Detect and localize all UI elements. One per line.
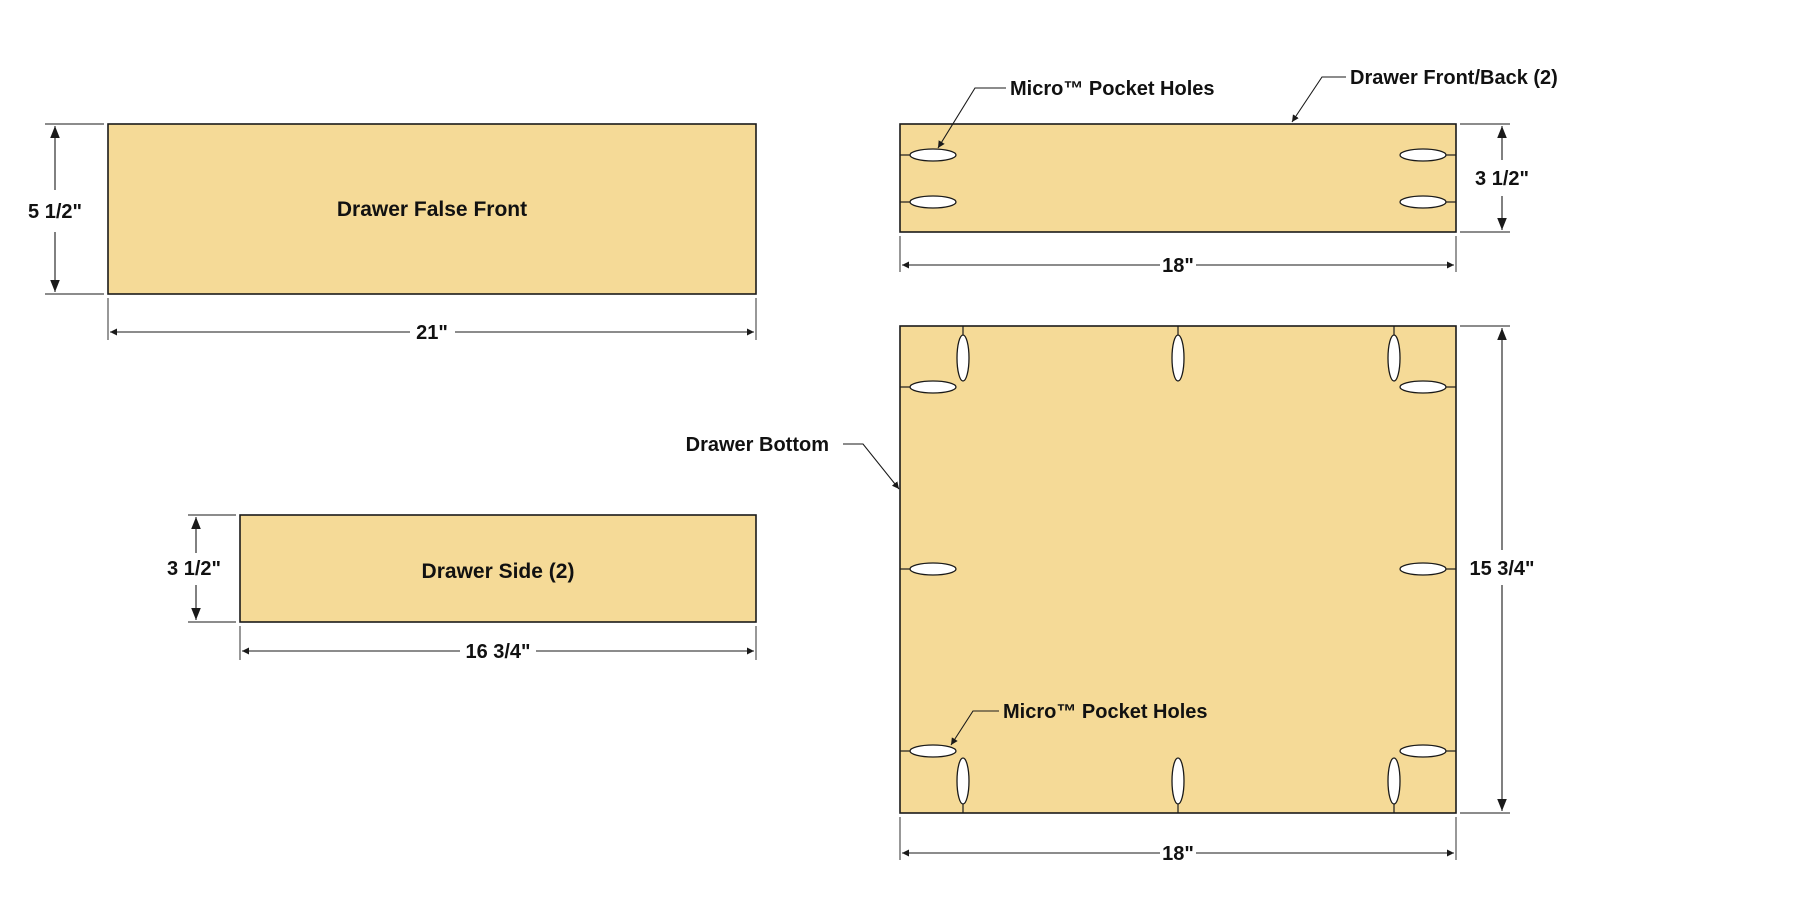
- pocket-holes-leader-top: [937, 87, 1006, 149]
- front-back-leader: [1291, 76, 1346, 123]
- pocket-holes-leader-bottom: [950, 710, 999, 746]
- bottom-pocket-hole: [956, 757, 970, 805]
- bottom-pocket-hole: [1387, 334, 1401, 382]
- bottom-pocket-hole: [909, 380, 957, 394]
- front-back-label: Drawer Front/Back (2): [1350, 67, 1558, 89]
- bottom-board: [899, 325, 1457, 814]
- front-back-board: [899, 123, 1457, 233]
- pocket-holes-label-bottom: Micro™ Pocket Holes: [1003, 701, 1208, 723]
- side-part: Drawer Side (2) 3 1/2" 16 3/4": [167, 514, 757, 663]
- pocket-holes-callout-top: Micro™ Pocket Holes: [937, 78, 1215, 149]
- bottom-pocket-hole: [1171, 757, 1185, 805]
- bottom-part: 15 3/4" 18" Drawer Bottom: [686, 325, 1535, 865]
- bottom-pocket-hole: [1171, 334, 1185, 382]
- bottom-height-label: 15 3/4": [1469, 558, 1534, 580]
- false-front-label: Drawer False Front: [337, 198, 527, 221]
- false-front-part: Drawer False Front 5 1/2" 21": [28, 123, 757, 344]
- front-back-pocket-hole: [909, 148, 957, 162]
- front-back-width-label: 18": [1162, 255, 1194, 277]
- pocket-holes-callout-bottom: Micro™ Pocket Holes: [950, 701, 1208, 746]
- bottom-pocket-hole: [909, 744, 957, 758]
- bottom-leader: [843, 443, 900, 490]
- false-front-board: [107, 123, 757, 295]
- pocket-holes-label-top: Micro™ Pocket Holes: [1010, 78, 1215, 100]
- bottom-pocket-hole: [1399, 380, 1447, 394]
- front-back-pocket-hole: [1399, 148, 1447, 162]
- bottom-pocket-hole: [1399, 744, 1447, 758]
- false-front-width-label: 21": [416, 322, 448, 344]
- front-back-pocket-hole: [1399, 195, 1447, 209]
- bottom-pocket-hole: [1399, 562, 1447, 576]
- front-back-height-label: 3 1/2": [1475, 168, 1529, 190]
- front-back-pocket-hole: [909, 195, 957, 209]
- bottom-width-label: 18": [1162, 843, 1194, 865]
- bottom-pocket-hole: [909, 562, 957, 576]
- false-front-height-label: 5 1/2": [28, 201, 82, 223]
- bottom-pocket-hole: [1387, 757, 1401, 805]
- side-board: [239, 514, 757, 623]
- bottom-label: Drawer Bottom: [686, 434, 829, 456]
- front-back-part: 3 1/2" 18" Drawer Front/Back (2): [899, 67, 1558, 277]
- side-label: Drawer Side (2): [422, 560, 575, 583]
- side-height-label: 3 1/2": [167, 558, 221, 580]
- side-width-label: 16 3/4": [465, 641, 530, 663]
- bottom-pocket-hole: [956, 334, 970, 382]
